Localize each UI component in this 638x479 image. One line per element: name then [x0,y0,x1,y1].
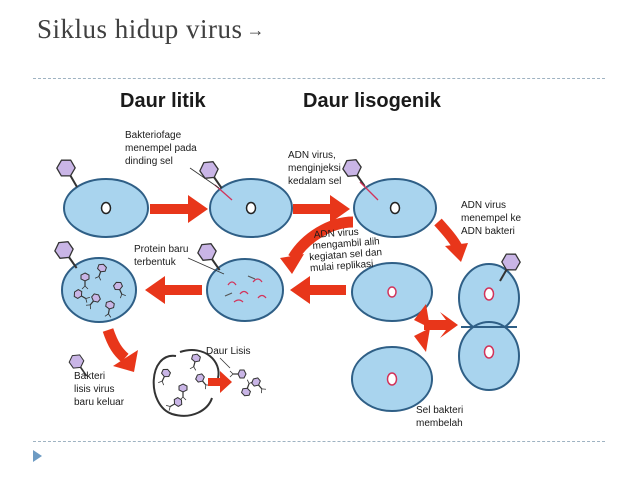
cell-attach [53,155,149,238]
cell-inject [196,157,293,238]
top-divider [33,78,605,79]
arrow-release [102,328,138,372]
label-release: Bakteri lisis virus baru keluar [74,371,125,408]
heading-lytic-cycle: Daur litik [120,90,206,112]
arrow-integrate [434,218,468,262]
label-inject: ADN virus, menginjeksi kedalam sel [288,150,344,187]
cell-integrated-dividing [458,249,524,391]
bottom-divider [33,441,605,442]
cell-burst [66,349,220,417]
cell-lysis-full [51,237,137,323]
arrow-lysogenic-to-protein [290,276,346,304]
cell-replicate [351,262,433,322]
label-protein: Protein baru terbentuk [134,244,191,268]
title-arrow-icon: → [246,20,266,40]
phage-icon [339,155,373,192]
cell-protein-new [194,239,284,322]
cell-divided [351,346,433,412]
released-virions [229,369,268,398]
label-divide: Sel bakteri membelah [416,405,466,429]
slide-title-text: Siklus hidup virus [37,14,243,44]
arrow-split [414,304,458,352]
curved-arrow-takeover [280,216,354,274]
label-lysis: Daur Lisis [206,346,250,357]
bullet-triangle-icon [33,450,42,462]
label-takeover: ADN virus mengambil alih kegiatan sel da… [307,225,386,274]
arrow-lysis-out [208,371,232,393]
heading-lysogenic-cycle: Daur lisogenik [303,90,442,112]
arrow-attach-to-inject [150,195,208,223]
slide-title: Siklus hidup virus→ [37,14,265,45]
label-attach: Bakteriofage menempel pada dinding sel [125,130,200,167]
cell-lysogenic-inject [339,155,437,238]
arrow-protein-to-lysis [145,276,202,304]
arrow-inject-to-lysogenic [293,195,350,223]
label-integrate: ADN virus menempel ke ADN bakteri [461,200,524,237]
